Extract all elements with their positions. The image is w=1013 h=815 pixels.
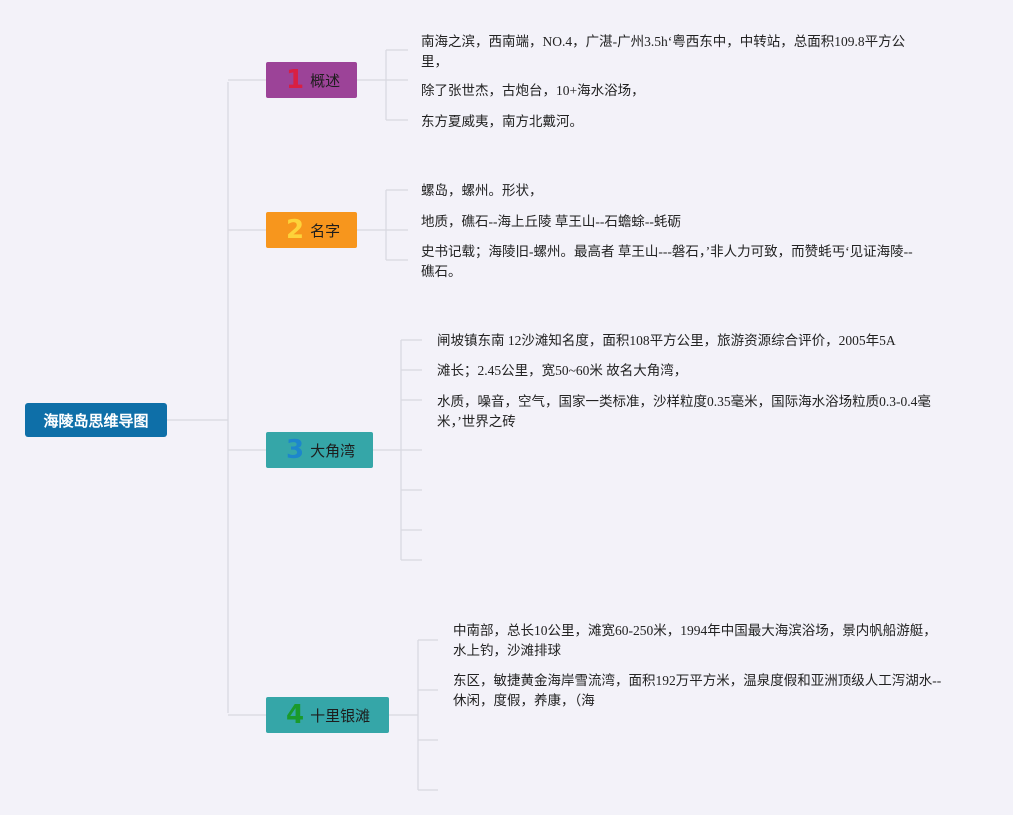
branch-name[interactable]: 2 名字 [266, 212, 357, 248]
branch-label: 大角湾 [310, 441, 356, 460]
leaf-name-1: 螺岛，螺州。形状， [421, 183, 543, 198]
branch-label: 概述 [310, 71, 341, 90]
leaf-name-2: 地质，礁石--海上丘陵 草王山--石蟾蜍--蚝砺 [421, 214, 681, 229]
leaf-silver-beach-1: 中南部，总长10公里，滩宽60-250米，1994年中国最大海滨浴场，景内帆船游… [453, 623, 937, 658]
leaf-dajiao-2: 滩长；2.45公里，宽50~60米 故名大角湾， [437, 363, 688, 378]
root-topic[interactable]: 海陵岛思维导图 [25, 403, 167, 437]
branch-overview[interactable]: 1 概述 [266, 62, 357, 98]
connector-b2 [357, 189, 408, 261]
leaf-name-3: 史书记载；海陵旧-螺州。最高者 草王山---磐石，’非人力可致，而赞蚝丐‘见证海… [421, 244, 913, 279]
leaf-dajiao-3: 水质，噪音，空气，国家一类标准，沙样粒度0.35毫米，国际海水浴场粒质0.3-0… [437, 394, 931, 429]
leaf-overview-3: 东方夏威夷，南方北戴河。 [421, 114, 583, 129]
branch-number-1: 1 [286, 65, 305, 95]
leaf-overview-2: 除了张世杰，古炮台，10+海水浴场， [421, 83, 645, 98]
branch-dajiao-bay[interactable]: 3 大角湾 [266, 432, 373, 468]
branch-number-2: 2 [286, 215, 305, 245]
connector-b1 [357, 49, 408, 121]
branch-shili-silver-beach[interactable]: 4 十里银滩 [266, 697, 389, 733]
connector-b3 [373, 339, 422, 561]
connector-b4 [389, 639, 438, 791]
leaf-overview-1: 南海之滨，西南端，NO.4，广湛-广州3.5h‘粤西东中，中转站，总面积109.… [421, 34, 906, 69]
root-label: 海陵岛思维导图 [43, 411, 149, 430]
branch-number-3: 3 [286, 435, 305, 465]
branch-label: 名字 [310, 221, 341, 240]
leaf-silver-beach-2: 东区，敏捷黄金海岸雪流湾，面积192万平方米，温泉度假和亚洲顶级人工泻湖水--休… [453, 673, 942, 708]
branch-label: 十里银滩 [310, 706, 371, 725]
leaf-dajiao-1: 闸坡镇东南 12沙滩知名度，面积108平方公里，旅游资源综合评价，2005年5A [437, 333, 896, 348]
branch-number-4: 4 [286, 700, 305, 730]
